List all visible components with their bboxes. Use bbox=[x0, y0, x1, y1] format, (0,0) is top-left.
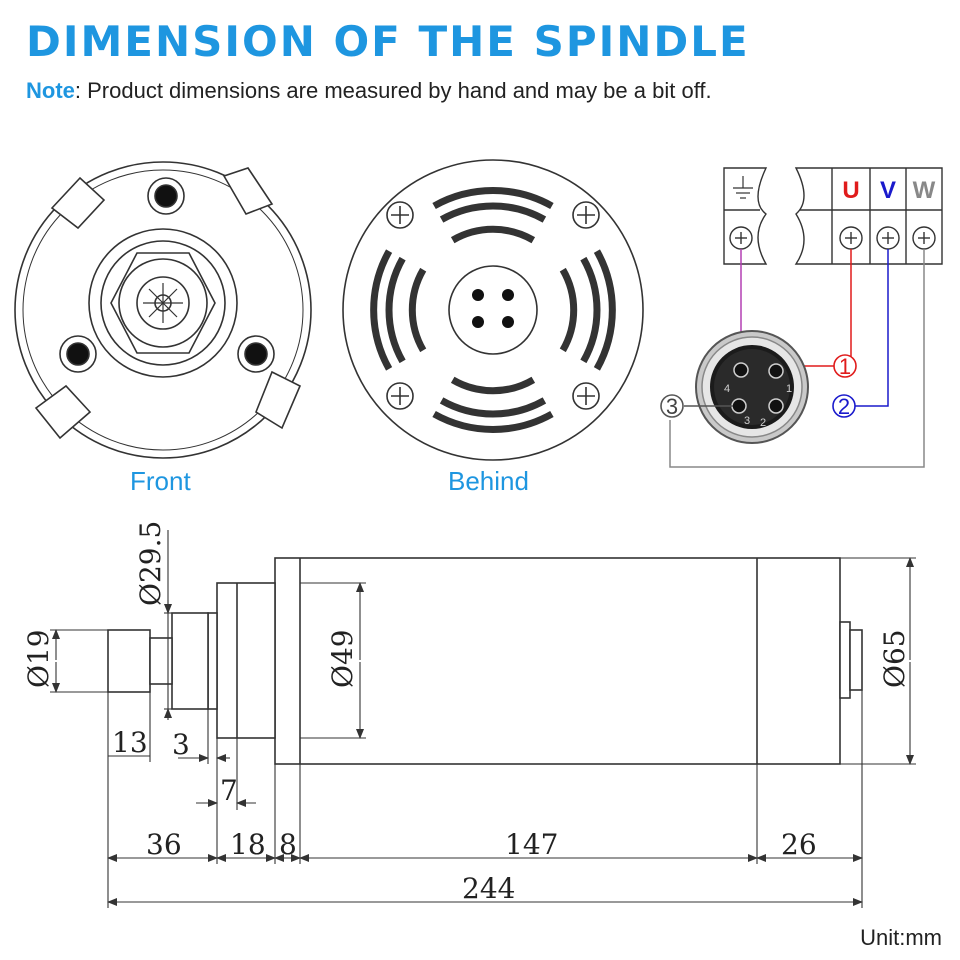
pin-2-label: 2 bbox=[838, 394, 850, 419]
behind-screw bbox=[572, 201, 600, 229]
dim-length-18: 18 bbox=[230, 828, 266, 861]
dim-diameter-29-5: Ø29.5 bbox=[134, 521, 167, 606]
dim-length-36: 36 bbox=[146, 828, 182, 861]
aviation-connector: 4 1 3 2 bbox=[695, 330, 809, 444]
side-view bbox=[107, 557, 863, 765]
dim-diameter-65: Ø65 bbox=[878, 629, 911, 688]
dim-length-3: 3 bbox=[172, 728, 190, 761]
connector-pin-mark-4: 4 bbox=[724, 383, 730, 395]
behind-view bbox=[342, 159, 644, 461]
connector-pin-mark-2: 2 bbox=[760, 417, 766, 429]
unit-label: Unit:mm bbox=[860, 925, 942, 950]
dim-length-244: 244 bbox=[462, 872, 515, 905]
dim-length-7: 7 bbox=[220, 774, 238, 807]
ground-terminal-block bbox=[723, 167, 768, 265]
note-label: Note bbox=[26, 78, 75, 103]
behind-screw bbox=[572, 382, 600, 410]
note-body: : Product dimensions are measured by han… bbox=[74, 78, 712, 103]
terminal-w-label: W bbox=[913, 177, 936, 204]
behind-view-label: Behind bbox=[448, 466, 529, 496]
dim-length-13: 13 bbox=[112, 726, 148, 759]
connector-pin-mark-3: 3 bbox=[744, 415, 750, 427]
note-text: Note: Product dimensions are measured by… bbox=[26, 76, 712, 106]
front-view bbox=[14, 161, 312, 459]
page-title: DIMENSION OF THE SPINDLE bbox=[26, 17, 750, 66]
dimension-lines bbox=[50, 530, 916, 908]
wiring-diagram: U V W 4 1 3 2 1 2 3 bbox=[660, 167, 943, 468]
front-screw-hole bbox=[147, 177, 185, 215]
v-wire bbox=[854, 249, 889, 407]
behind-screw bbox=[386, 201, 414, 229]
dim-length-147: 147 bbox=[505, 828, 558, 861]
dim-diameter-49: Ø49 bbox=[326, 629, 359, 688]
pin-3-label: 3 bbox=[666, 394, 678, 419]
w-wire bbox=[669, 249, 925, 468]
dim-diameter-19: Ø19 bbox=[22, 629, 55, 688]
front-screw-hole bbox=[237, 335, 275, 373]
terminal-u-label: U bbox=[842, 177, 859, 204]
terminal-v-label: V bbox=[880, 177, 896, 204]
dim-length-26: 26 bbox=[781, 828, 817, 861]
pin-1-label: 1 bbox=[839, 354, 851, 379]
connector-pin-mark-1: 1 bbox=[786, 383, 792, 395]
behind-screw bbox=[386, 382, 414, 410]
ground-icon bbox=[733, 176, 753, 199]
uvw-terminal-block bbox=[794, 167, 943, 265]
dim-length-8: 8 bbox=[279, 828, 297, 861]
front-view-label: Front bbox=[130, 466, 191, 496]
front-screw-hole bbox=[59, 335, 97, 373]
